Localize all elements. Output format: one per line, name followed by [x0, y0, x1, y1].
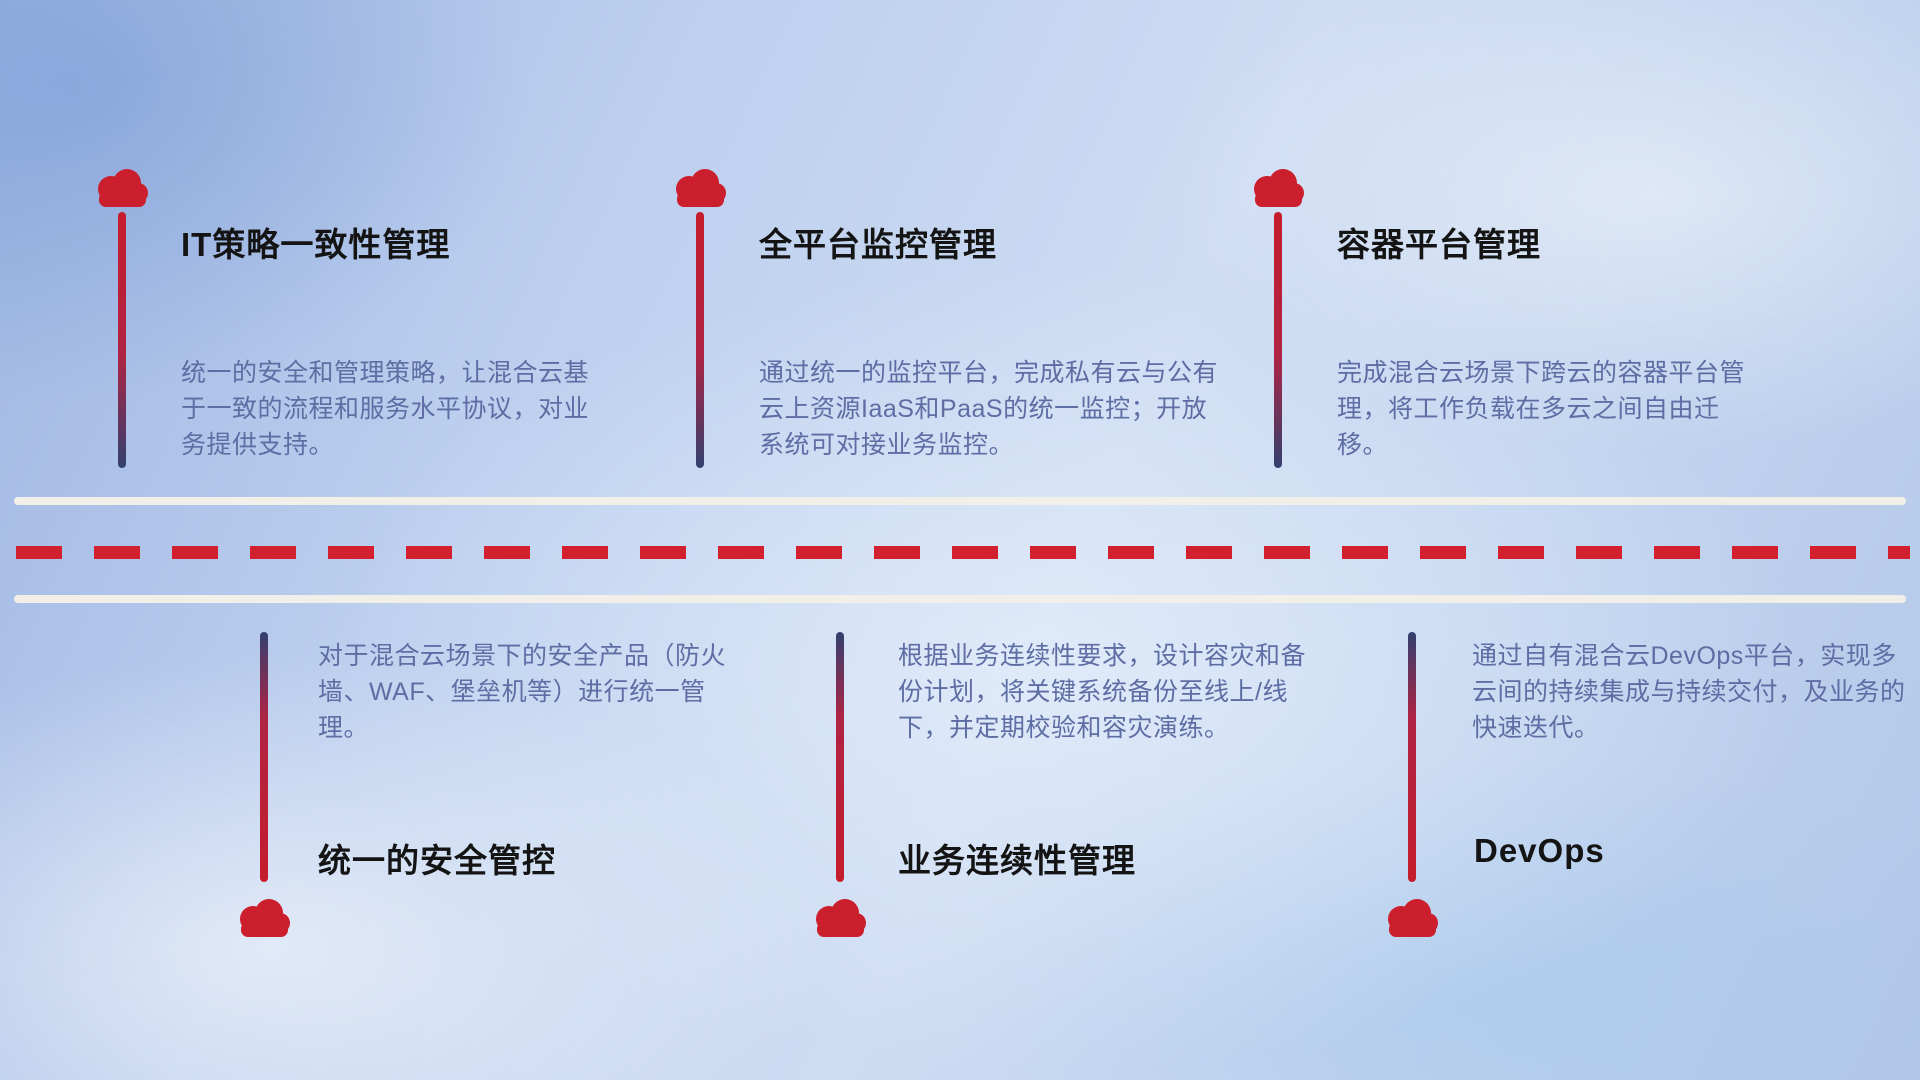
road-top-line — [14, 497, 1906, 505]
cloud-icon — [90, 166, 154, 212]
connector-line — [696, 212, 704, 468]
item-title-it-policy: IT策略一致性管理 — [181, 226, 451, 263]
item-title-monitoring: 全平台监控管理 — [759, 226, 997, 263]
item-title-security: 统一的安全管控 — [318, 842, 556, 879]
connector-line — [118, 212, 126, 468]
road-bottom-line — [14, 595, 1906, 603]
cloud-icon — [232, 896, 296, 942]
road-dashed-centerline — [16, 546, 1910, 559]
cloud-icon-svg — [816, 899, 866, 937]
item-description-it-policy: 统一的安全和管理策略，让混合云基于一致的流程和服务水平协议，对业务提供支持。 — [181, 359, 590, 459]
connector-line — [260, 632, 268, 882]
item-title-business-continuity: 业务连续性管理 — [898, 842, 1136, 879]
connector-line — [836, 632, 844, 882]
cloud-icon — [668, 166, 732, 212]
item-title-container-platform: 容器平台管理 — [1337, 226, 1541, 263]
connector-line — [1274, 212, 1282, 468]
cloud-icon-svg — [1388, 899, 1438, 937]
cloud-icon-svg — [676, 169, 726, 207]
item-description-monitoring: 通过统一的监控平台，完成私有云与公有云上资源IaaS和PaaS的统一监控；开放系… — [759, 359, 1219, 459]
item-description-business-continuity: 根据业务连续性要求，设计容灾和备份计划，将关键系统备份至线上/线下，并定期校验和… — [898, 642, 1307, 742]
cloud-icon — [808, 896, 872, 942]
cloud-icon — [1246, 166, 1310, 212]
item-title-devops: DevOps — [1474, 832, 1605, 869]
item-description-security: 对于混合云场景下的安全产品（防火墙、WAF、堡垒机等）进行统一管理。 — [318, 642, 727, 742]
cloud-icon — [1380, 896, 1444, 942]
connector-line — [1408, 632, 1416, 882]
cloud-icon-svg — [1254, 169, 1304, 207]
item-description-devops: 通过自有混合云DevOps平台，实现多云间的持续集成与持续交付，及业务的快速迭代… — [1472, 642, 1906, 742]
cloud-icon-svg — [98, 169, 148, 207]
item-description-container-platform: 完成混合云场景下跨云的容器平台管理，将工作负载在多云之间自由迁移。 — [1337, 359, 1746, 459]
cloud-icon-svg — [240, 899, 290, 937]
